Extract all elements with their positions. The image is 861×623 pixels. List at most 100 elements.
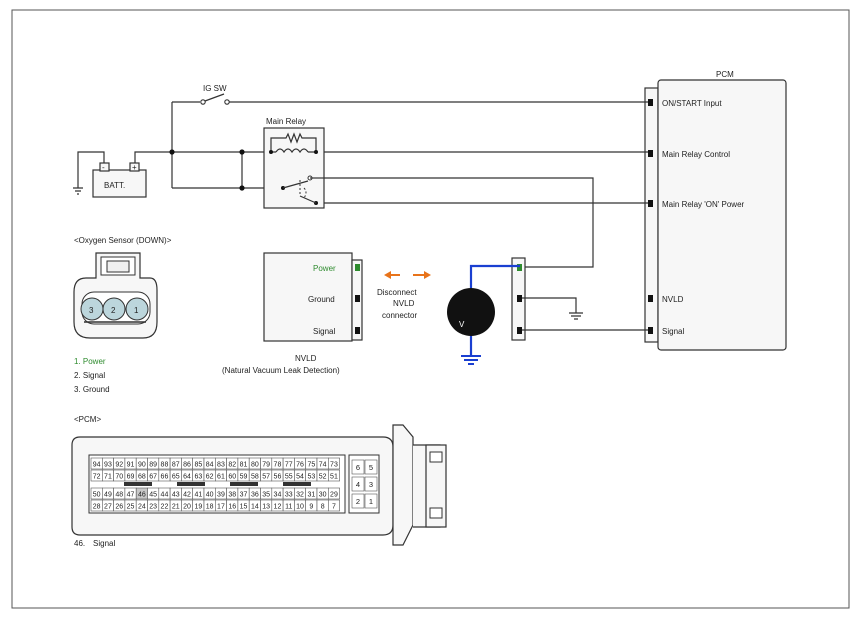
pcm-pin-number: 11 [285, 503, 292, 510]
pcm-title: PCM [716, 70, 734, 79]
pcm-pin-number: 68 [138, 473, 146, 480]
pcm-connector-title: <PCM> [74, 415, 101, 424]
pcm-small-pin-cell [364, 476, 378, 492]
pcm-pin-number: 43 [172, 491, 180, 498]
o2-legend-3: 3. Ground [74, 385, 110, 394]
pcm-pin-number: 93 [104, 461, 112, 468]
pcm-pin-number: 30 [319, 491, 327, 498]
pcm-pin-cell [327, 499, 340, 512]
pcm-pin-number: 34 [274, 491, 282, 498]
pcm-note-number: 46. [74, 539, 85, 548]
pcm-pin-number: 51 [330, 473, 338, 480]
oxygen-sensor-title: <Oxygen Sensor (DOWN)> [74, 236, 172, 245]
pcm-pin-number: 29 [330, 491, 338, 498]
pcm-pin-number: 46 [138, 491, 146, 498]
battery-ground-icon [73, 187, 83, 195]
pcm-pin-number: 31 [307, 491, 315, 498]
pcm-pin-number: 79 [262, 461, 270, 468]
pcm-pin-number: 50 [93, 491, 101, 498]
pcm-small-pin-cell [351, 493, 365, 509]
pcm-pin-cell [327, 469, 340, 482]
pcm-pin-number: 32 [296, 491, 304, 498]
disconnect-line1: Disconnect [377, 288, 417, 297]
pcm-pin-number: 84 [206, 461, 214, 468]
pcm-pin-relay-on-power: Main Relay 'ON' Power [662, 200, 745, 209]
pcm-pin-signal: Signal [662, 327, 684, 336]
pcm-box [657, 79, 787, 351]
o2-pin-2: 2 [111, 306, 116, 315]
pcm-pin-number: 64 [183, 473, 191, 480]
pcm-pin-number: 41 [194, 491, 202, 498]
main-relay-box [263, 127, 325, 209]
voltmeter-ground-icon [461, 355, 481, 365]
ground-icon [569, 312, 583, 320]
voltmeter-icon [447, 288, 495, 336]
main-relay-label: Main Relay [266, 117, 306, 126]
disconnect-indicator: Disconnect NVLD connector [377, 271, 431, 320]
pcm-pin-number: 61 [217, 473, 225, 480]
connector-key [283, 482, 311, 486]
diagram-frame [11, 9, 850, 609]
pcm-pin-on-start: ON/START Input [662, 99, 722, 108]
ig-switch-blade [204, 93, 225, 102]
pcm-pin-number: 36 [251, 491, 259, 498]
pcm-pin-number: 81 [240, 461, 248, 468]
pcm-pin-number: 17 [217, 503, 225, 510]
pcm-pin-number: 69 [127, 473, 135, 480]
o2-legend-2: 2. Signal [74, 371, 105, 380]
pcm-small-pin-number: 1 [369, 497, 373, 506]
pcm-pin-number: 57 [262, 473, 270, 480]
harness-connector [511, 257, 648, 341]
pcm-small-pin-number: 2 [356, 497, 360, 506]
pcm-pin-number: 85 [194, 461, 202, 468]
connector-key [177, 482, 205, 486]
pcm-pin-number: 72 [93, 473, 101, 480]
pcm-pin-number: 83 [217, 461, 225, 468]
pcm-pin-number: 8 [321, 503, 325, 510]
o2-legend-1: 1. Power [74, 357, 106, 366]
battery: - + BATT. [73, 151, 147, 198]
pcm-pin-number: 7 [332, 503, 336, 510]
pcm-pin-number: 20 [183, 503, 191, 510]
pcm-pin-number: 76 [296, 461, 304, 468]
battery-pos-label: + [132, 163, 137, 172]
pcm-pin-number: 82 [228, 461, 236, 468]
battery-label: BATT. [104, 181, 125, 190]
pcm-pin-number: 92 [115, 461, 123, 468]
pcm-small-pin-number: 5 [369, 463, 373, 472]
pcm-small-pin-cell [364, 459, 378, 475]
voltmeter: V [447, 264, 520, 365]
pcm-pin-number: 55 [285, 473, 293, 480]
pcm-pin-number: 26 [115, 503, 123, 510]
pcm-pin-number: 38 [228, 491, 236, 498]
pcm-pin-number: 35 [262, 491, 270, 498]
pcm-pin-number: 70 [115, 473, 123, 480]
pcm-pin-number: 88 [161, 461, 169, 468]
pcm-pin-number: 39 [217, 491, 225, 498]
pcm-small-pin-cell [351, 476, 365, 492]
pcm-pin-number: 40 [206, 491, 214, 498]
pcm-pin-number: 58 [251, 473, 259, 480]
nvld-full-name: (Natural Vacuum Leak Detection) [222, 366, 340, 375]
nvld-ground-label: Ground [308, 295, 335, 304]
pcm-pin-cell [327, 487, 340, 500]
pcm-pin-number: 54 [296, 473, 304, 480]
pcm-small-pin-cell [351, 459, 365, 475]
pcm-pin-number: 77 [285, 461, 293, 468]
o2-pin-1: 1 [134, 306, 139, 315]
pcm-pin-number: 65 [172, 473, 180, 480]
pcm-small-pin-cell [364, 493, 378, 509]
pcm-pin-number: 9 [309, 503, 313, 510]
pcm-pin-number: 75 [307, 461, 315, 468]
pcm-pin-number: 53 [307, 473, 315, 480]
pcm-pin-number: 19 [194, 503, 202, 510]
pcm-pin-number: 49 [104, 491, 112, 498]
pcm-small-pin-number: 3 [369, 480, 373, 489]
pcm-pin-nvld: NVLD [662, 295, 684, 304]
pcm-pin-number: 14 [251, 503, 259, 510]
disconnect-line2: NVLD [393, 299, 415, 308]
pcm-pin-number: 12 [274, 503, 282, 510]
pcm-pin-number: 23 [149, 503, 157, 510]
pcm-pin-number: 66 [161, 473, 169, 480]
